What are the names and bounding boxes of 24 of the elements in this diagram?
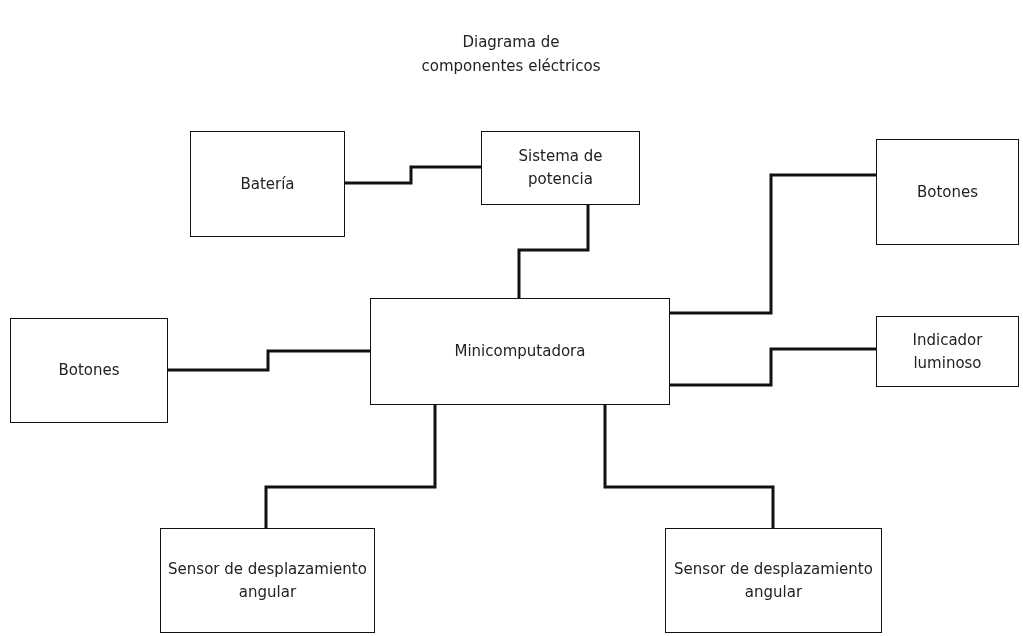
component-label: Botones xyxy=(916,181,979,203)
component-box xyxy=(160,528,375,633)
connector-line xyxy=(670,173,876,315)
component-box xyxy=(10,318,168,423)
component-label: Sistema de potencia xyxy=(517,146,604,190)
component-label: Botones xyxy=(58,360,120,381)
connector-line xyxy=(168,349,370,372)
connector-line xyxy=(264,405,437,528)
diagram-title: Diagrama de componentes eléctricos xyxy=(420,32,602,77)
component-box xyxy=(370,298,670,405)
component-label: Minicomputadora xyxy=(454,341,586,362)
component-label: Sensor de desplazamiento angular xyxy=(167,558,368,603)
connector-line xyxy=(517,205,590,298)
component-label: Sensor de desplazamiento angular xyxy=(673,558,874,603)
connector-line xyxy=(345,165,481,185)
component-label: Indicador luminoso xyxy=(911,329,984,374)
component-box xyxy=(665,528,882,633)
connector-line xyxy=(670,347,876,387)
component-box xyxy=(190,131,345,237)
component-box xyxy=(876,316,1019,387)
component-box xyxy=(481,131,640,205)
connector-line xyxy=(603,405,775,528)
component-label: Batería xyxy=(240,173,295,195)
component-box xyxy=(876,139,1019,245)
